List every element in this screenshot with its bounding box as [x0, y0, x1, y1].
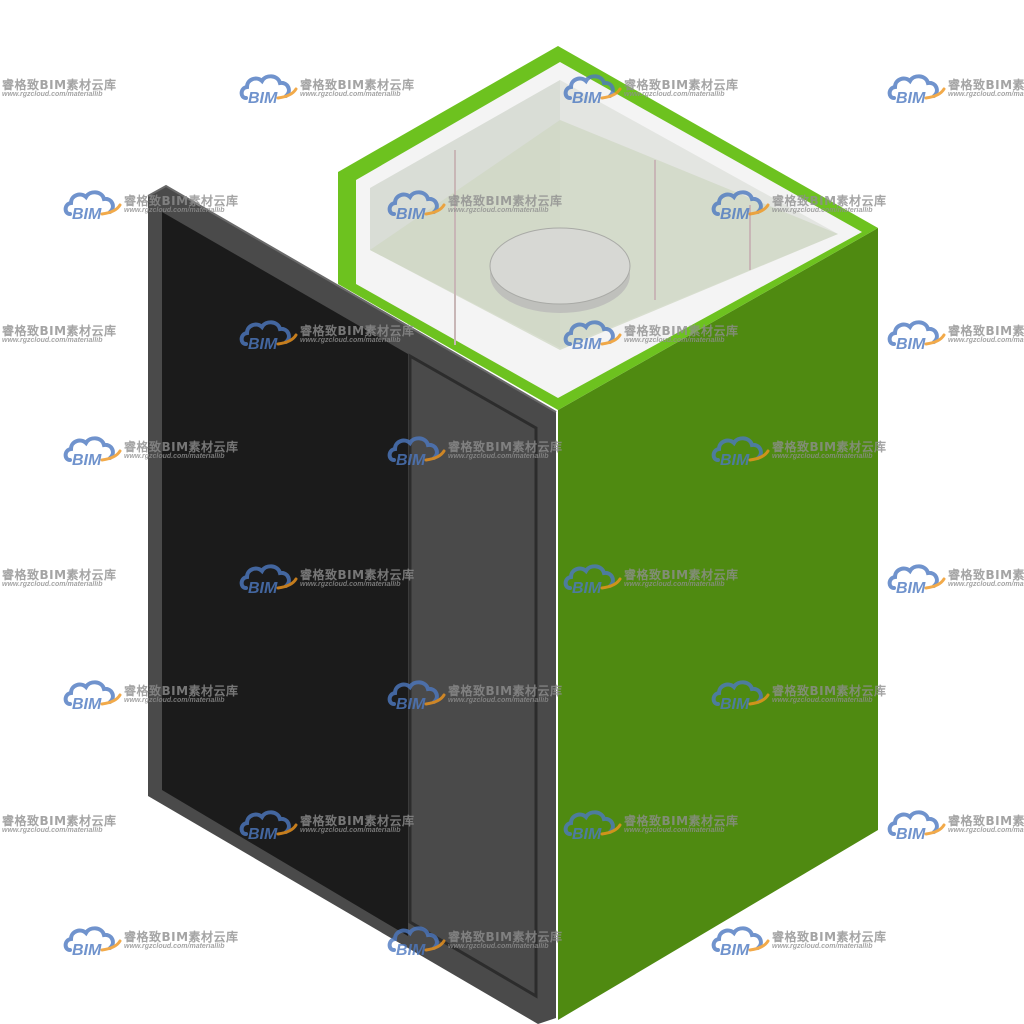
inner-floor	[370, 120, 838, 350]
inner-disc-top	[489, 227, 631, 305]
door-frame-edge	[147, 184, 557, 413]
cabinet-corner-post	[338, 172, 356, 284]
door-frame-opening-shadow	[408, 353, 538, 999]
cabinet-right-wall	[558, 228, 878, 1020]
